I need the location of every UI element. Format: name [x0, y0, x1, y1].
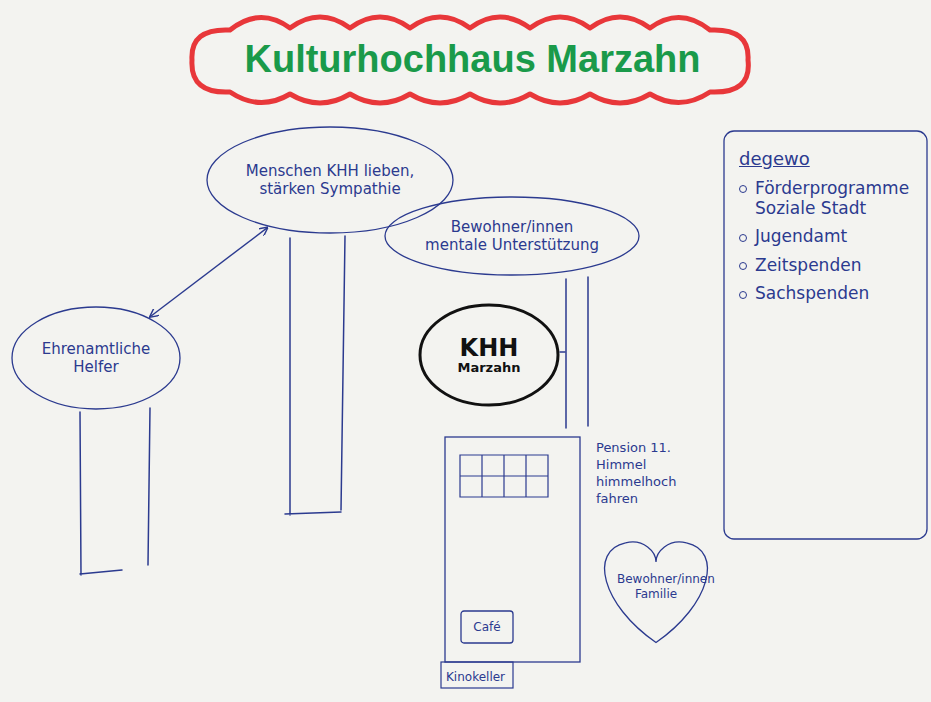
leader-line [560, 351, 565, 353]
node-outline [440, 435, 590, 690]
text-group: Menschen KHH lieben, stärken Sympathie [240, 162, 420, 198]
node-text: KHH [438, 335, 540, 361]
node-text: Kinokeller [446, 670, 505, 684]
list-box: degewoFörderprogramme Soziale StadtJugen… [723, 130, 928, 540]
text-group: Bewohner/innen Familie [617, 572, 695, 601]
bullet-mark [739, 185, 747, 193]
outline-shape [385, 197, 639, 275]
node-text: Ehrenamtliche Helfer [34, 340, 158, 376]
text-group: Ehrenamtliche Helfer [34, 340, 158, 376]
text-group: Bewohner/innen mentale Unterstützung [419, 218, 605, 254]
connector-arrow [150, 228, 267, 317]
sign-post [80, 408, 150, 575]
building-outline [445, 437, 580, 662]
heart-node: Bewohner/innen Familie [595, 535, 717, 647]
outline-shape [461, 611, 513, 643]
text-group: Café [466, 620, 508, 634]
diagram-title: Kulturhochhaus Marzahn [195, 38, 750, 81]
node-text: Bewohner/innen mentale Unterstützung [419, 218, 605, 254]
window-grid [460, 455, 548, 497]
idea-ellipse: Bewohner/innen mentale Unterstützung [383, 195, 641, 277]
node-text: Zeitspenden [739, 255, 914, 275]
bullet-mark [739, 262, 747, 270]
text-group: KHHMarzahn [438, 335, 540, 376]
node-text: Jugendamt [739, 226, 914, 246]
node-text: Marzahn [438, 361, 540, 375]
outline-shape [605, 542, 708, 643]
center-circle: KHHMarzahn [418, 303, 560, 407]
bullet-mark [739, 291, 747, 299]
node-text: Förderprogramme Soziale Stadt [739, 178, 914, 219]
cafe-box: Café [460, 610, 514, 644]
node-text: degewo [739, 148, 914, 170]
node-text: Sachspenden [739, 283, 914, 303]
building-node: Kinokeller Café [440, 435, 590, 690]
outline-shape [12, 307, 180, 409]
sign-post [566, 277, 588, 428]
bullet-mark [739, 234, 747, 242]
idea-ellipse: Menschen KHH lieben, stärken Sympathie [205, 125, 455, 235]
note-label: Pension 11. Himmel himmelhoch fahren [596, 440, 720, 508]
basement-box [441, 662, 513, 688]
outline-shape [207, 127, 453, 233]
node-text: Café [466, 620, 508, 634]
text-group: degewoFörderprogramme Soziale StadtJugen… [739, 148, 914, 304]
node-text: Bewohner/innen Familie [617, 572, 695, 601]
idea-ellipse: Ehrenamtliche Helfer [10, 305, 182, 411]
outline-shape [420, 305, 558, 405]
outline-shape [724, 131, 927, 539]
sign-post [285, 236, 345, 515]
node-text: Menschen KHH lieben, stärken Sympathie [240, 162, 420, 198]
